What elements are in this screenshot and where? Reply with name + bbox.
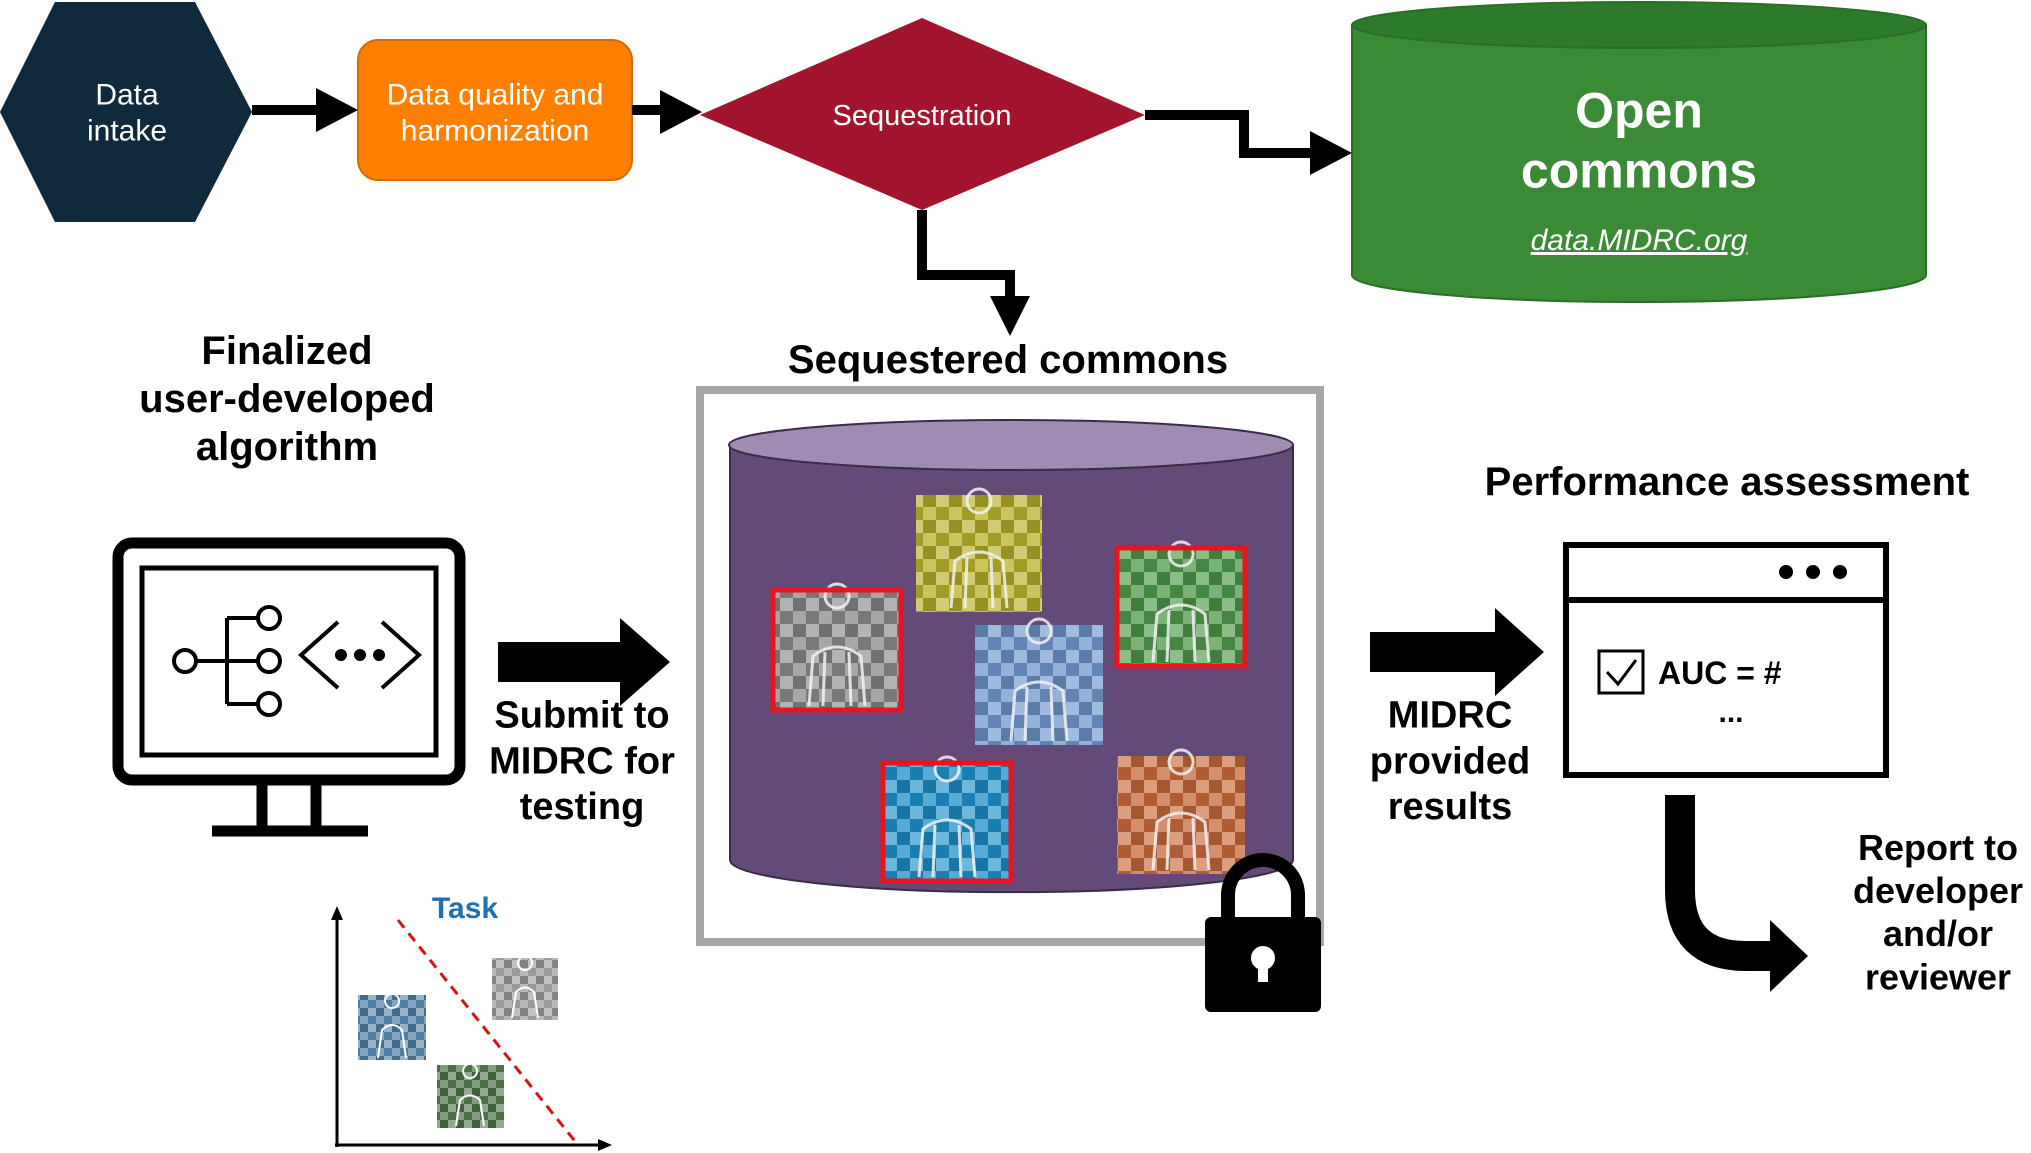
network-graph-icon <box>172 605 282 717</box>
tile-lightblue <box>975 617 1103 745</box>
task-plot: Task <box>331 892 612 1151</box>
auc-ellipsis: ... <box>1718 696 1743 729</box>
submit-arrow <box>498 618 670 706</box>
auc-text: AUC = # <box>1658 655 1782 691</box>
sequestered-frame <box>696 386 1324 946</box>
performance-title: Performance assessment <box>1485 460 1970 504</box>
arrowhead-open <box>1310 131 1352 175</box>
tile-green <box>1114 540 1248 669</box>
code-brackets-icon <box>297 620 423 690</box>
report-arrow <box>1665 795 1808 992</box>
open-commons-body <box>1351 24 1927 303</box>
tile-orange <box>1117 748 1245 874</box>
sequestration-diamond <box>700 18 1145 210</box>
browser-window-icon: AUC = # ... <box>1563 542 1889 778</box>
data-intake-hexagon <box>0 2 252 222</box>
arrowhead-sequestration <box>660 90 702 134</box>
lock-icon <box>1205 853 1321 1012</box>
pipeline-arrows <box>252 88 1352 336</box>
tile-cyan <box>880 755 1014 884</box>
task-tile-gray <box>492 955 558 1020</box>
sequestration-label: Sequestration <box>833 100 1012 132</box>
sequestered-cylinder-top <box>728 419 1294 471</box>
monitor-icon <box>112 537 466 837</box>
tile-yellow <box>916 487 1042 612</box>
arrowhead-quality <box>316 88 358 132</box>
task-label: Task <box>432 892 498 925</box>
task-tile-blue <box>358 993 426 1060</box>
sequestered-commons-title: Sequestered commons <box>788 338 1228 382</box>
open-commons-link[interactable]: data.MIDRC.org <box>1531 224 1748 257</box>
image-tiles <box>770 487 1248 884</box>
tile-gray <box>770 582 904 713</box>
checkbox-icon <box>1597 649 1645 695</box>
open-commons-top <box>1351 1 1927 49</box>
arrow-sequestration-to-open <box>1145 110 1310 158</box>
arrow-sequestration-to-sequestered <box>917 210 1015 298</box>
arrowhead-sequestered <box>990 296 1030 336</box>
results-arrow <box>1370 608 1544 696</box>
task-tile-green <box>437 1063 504 1128</box>
task-plot-divider <box>396 919 580 1146</box>
sequestration-node: Sequestration <box>700 18 1145 210</box>
